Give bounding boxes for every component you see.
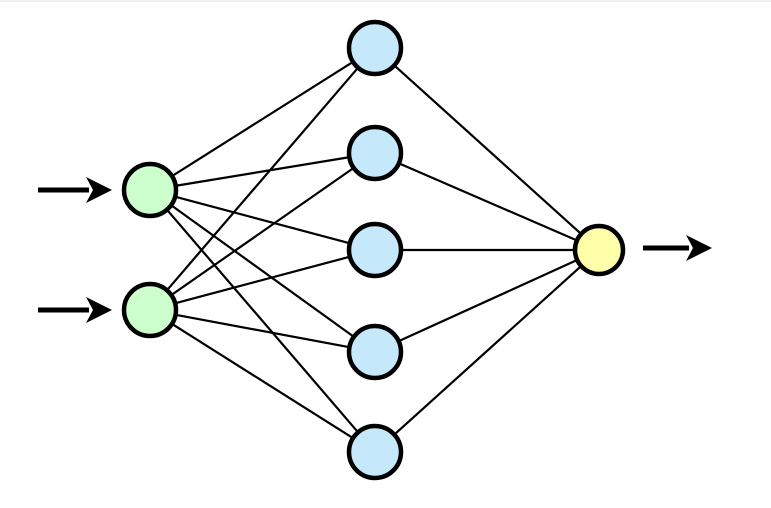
node-i2[interactable]: [121, 281, 179, 339]
edge-i1-h4: [168, 202, 357, 340]
edge-i2-h3: [172, 255, 353, 305]
edge-h4-o1: [395, 258, 581, 344]
input-arrow-bottom: [38, 297, 112, 323]
output-arrow: [643, 235, 712, 261]
input-arrow-top: [38, 177, 112, 203]
hidden-node-circle[interactable]: [346, 423, 404, 481]
nodes-group: [121, 19, 626, 481]
node-h4[interactable]: [346, 323, 404, 381]
node-h5[interactable]: [346, 423, 404, 481]
input-node-circle[interactable]: [121, 161, 179, 219]
input-node-circle[interactable]: [121, 281, 179, 339]
hidden-node-circle[interactable]: [346, 124, 404, 182]
edge-i1-h5: [164, 207, 361, 435]
edge-i1-h1: [169, 59, 356, 179]
node-h1[interactable]: [346, 19, 404, 77]
edge-i2-h5: [169, 321, 356, 441]
edge-h1-o1: [391, 62, 584, 237]
node-i1[interactable]: [121, 161, 179, 219]
hidden-node-circle[interactable]: [346, 323, 404, 381]
edges-group: [164, 59, 584, 441]
edge-i2-h4: [172, 313, 353, 349]
edge-h5-o1: [391, 263, 584, 438]
node-h3[interactable]: [346, 221, 404, 279]
edge-i2-h2: [168, 165, 357, 298]
output-arrow-head: [686, 235, 712, 261]
edge-i1-h2: [172, 155, 353, 188]
edge-i2-h1: [164, 65, 361, 293]
edge-i1-h3: [172, 195, 353, 245]
output-node-circle[interactable]: [572, 223, 626, 277]
node-h2[interactable]: [346, 124, 404, 182]
input-arrow-top-head: [86, 177, 112, 203]
input-arrow-bottom-head: [86, 297, 112, 323]
hidden-node-circle[interactable]: [346, 221, 404, 279]
io-arrows-group: [38, 177, 712, 323]
edge-h2-o1: [395, 161, 580, 243]
node-o1[interactable]: [572, 223, 626, 277]
canvas-top-border: [0, 0, 771, 2]
hidden-node-circle[interactable]: [346, 19, 404, 77]
